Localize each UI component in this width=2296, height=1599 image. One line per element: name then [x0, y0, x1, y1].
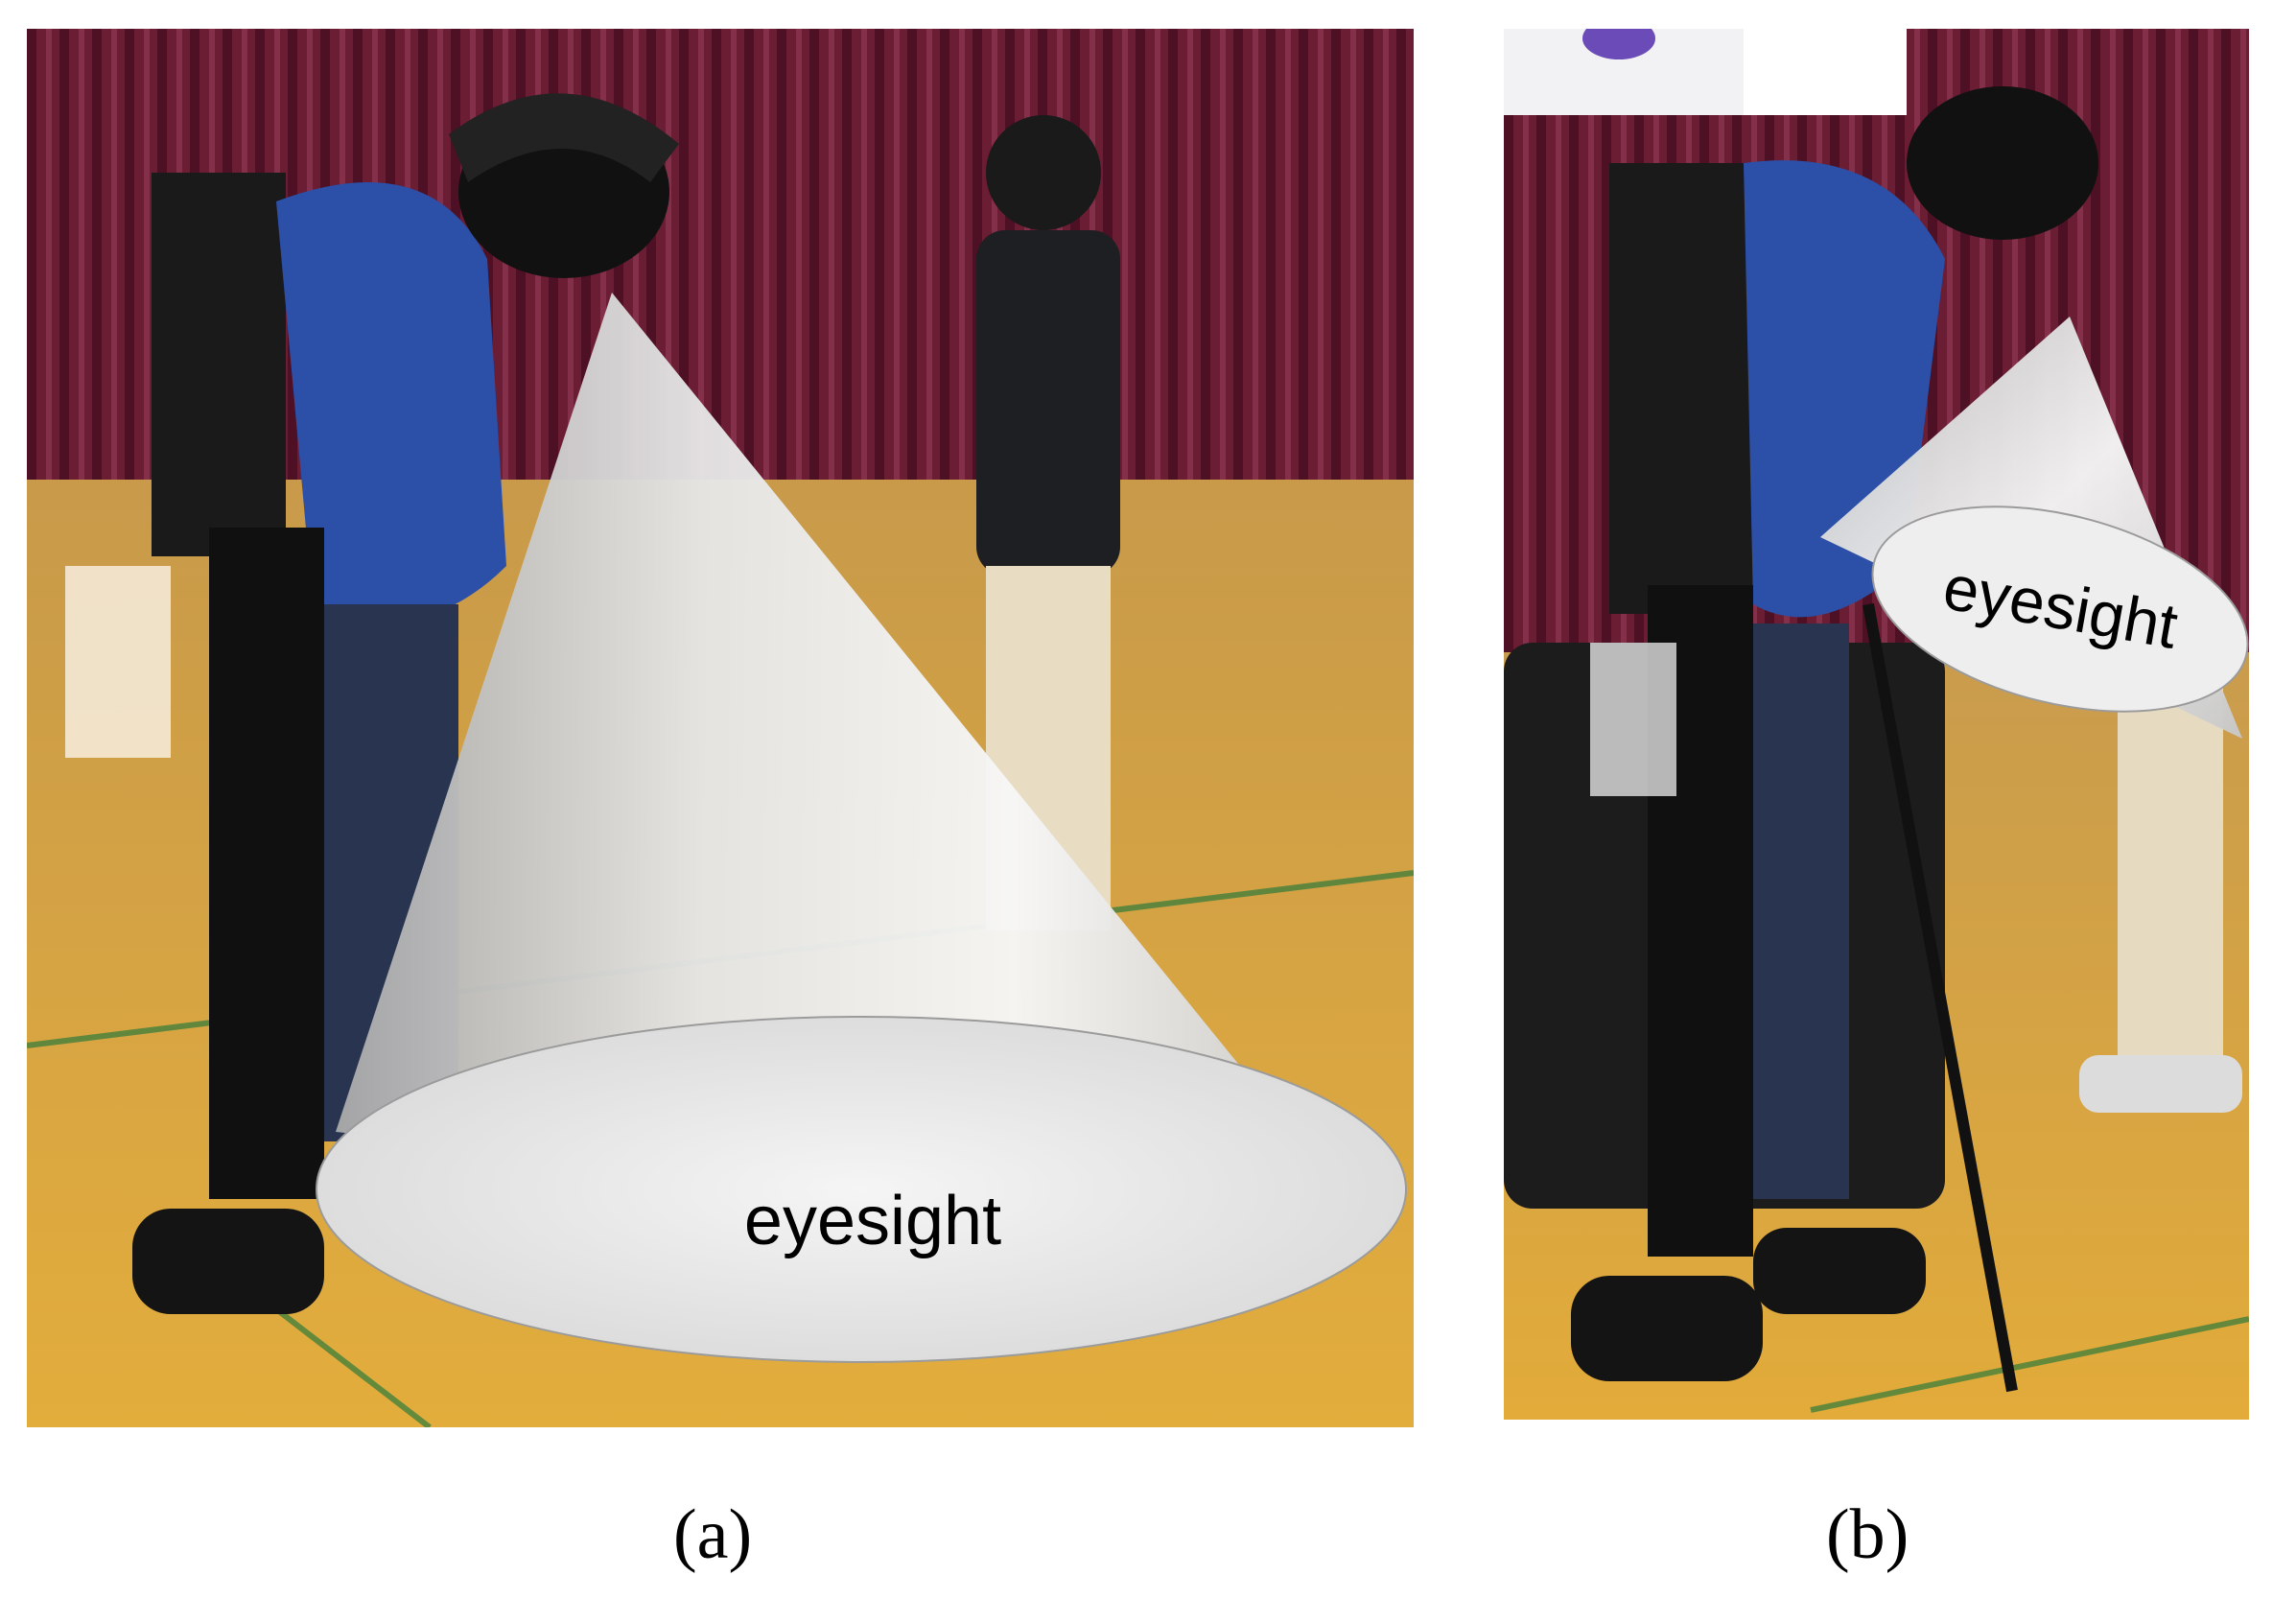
cone-label-a: eyesight	[744, 1183, 1001, 1259]
photo-panel-b: eyesight	[1504, 29, 2249, 1420]
background-person	[976, 115, 1120, 930]
exoskeleton-user	[1571, 86, 2098, 1393]
photo-scene-b: eyesight	[1504, 29, 2249, 1420]
eyesight-cone: eyesight	[1820, 317, 2249, 739]
photo-panel-a: eyesight	[27, 29, 1414, 1427]
panel-b-caption: (b)	[1826, 1495, 1909, 1574]
photo-scene-a: eyesight	[27, 29, 1414, 1427]
eyesight-cone: eyesight	[316, 293, 1407, 1363]
panel-a-caption: (a)	[673, 1495, 753, 1574]
